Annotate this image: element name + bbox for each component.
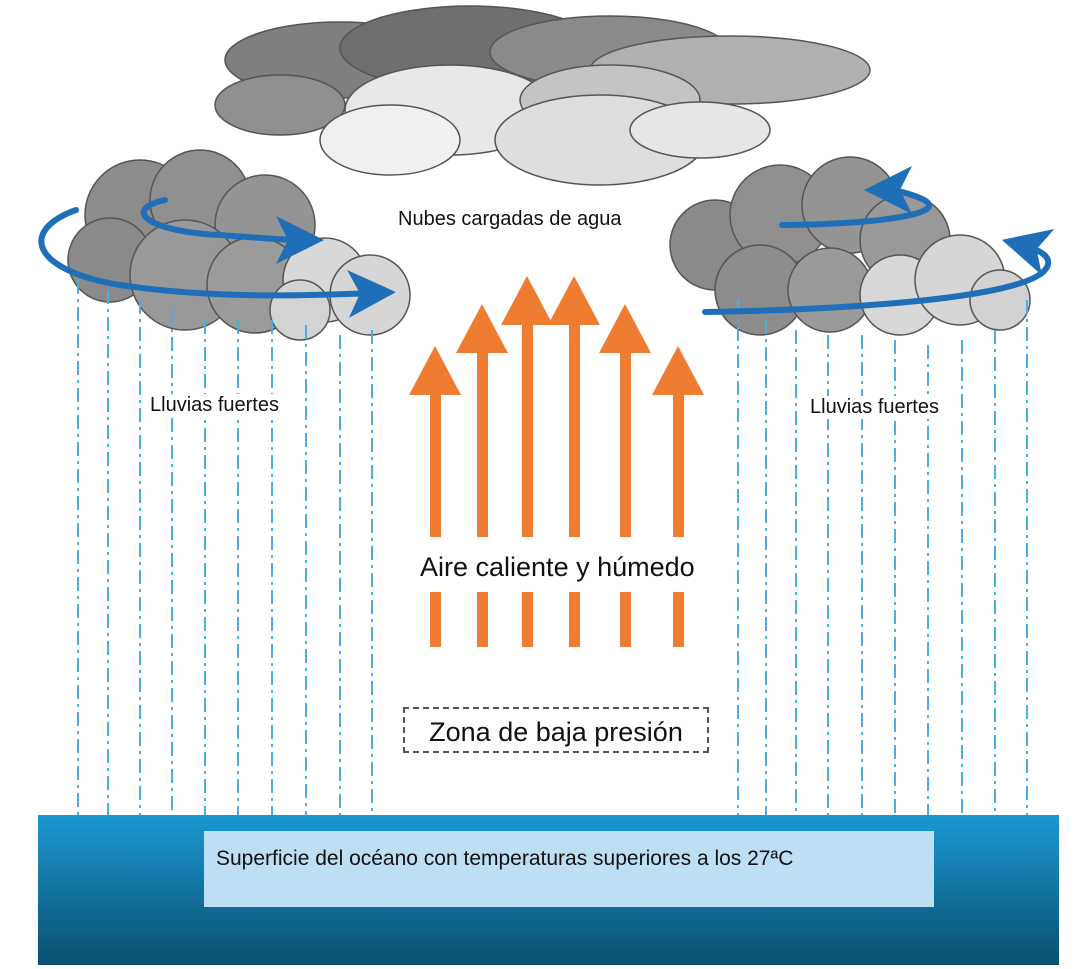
heavy-rain-right-label: Lluvias fuertes <box>808 396 941 419</box>
updraft-arrows <box>409 276 704 647</box>
ocean-surface-label: Superficie del océano con temperaturas s… <box>204 831 934 907</box>
heavy-rain-left-label: Lluvias fuertes <box>148 394 281 417</box>
rain-left <box>77 280 373 815</box>
clouds-label: Nubes cargadas de agua <box>398 208 622 230</box>
rotation-arrows <box>38 166 1055 318</box>
top-cloud-mass <box>214 5 871 186</box>
low-pressure-zone-label: Zona de baja presión <box>403 707 709 753</box>
rain-right <box>737 300 1028 815</box>
warm-air-label: Aire caliente y húmedo <box>416 550 699 585</box>
left-cloud <box>67 149 411 341</box>
